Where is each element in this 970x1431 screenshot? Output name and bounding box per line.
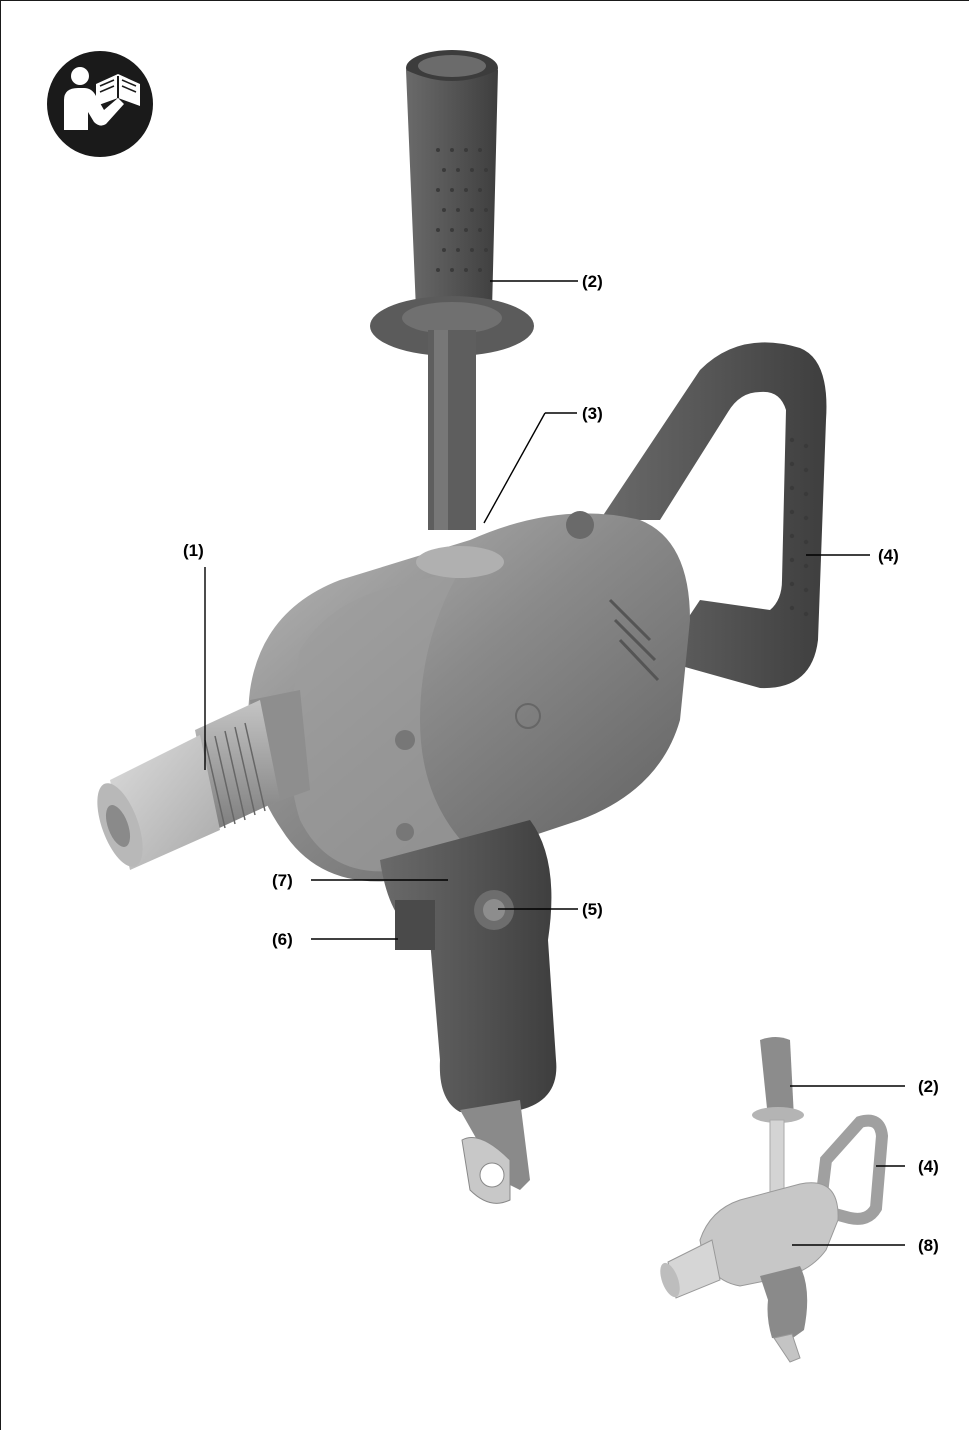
callout-item-6: (6): [272, 930, 293, 949]
callout-auxiliary-handle: (2): [582, 272, 603, 291]
d-handle: [600, 342, 827, 689]
callout-drill-chuck: (1): [183, 541, 204, 560]
inset-callout-item-8: (8): [918, 1236, 939, 1255]
inset-callout-d-handle: (4): [918, 1157, 939, 1176]
inset-drill-drawing: [660, 1037, 889, 1363]
leader-lines: [204, 280, 905, 1246]
read-manual-icon: [47, 51, 153, 157]
auxiliary-handle: [370, 50, 534, 530]
callout-d-handle: (4): [878, 546, 899, 565]
drill-chuck: [97, 690, 310, 870]
callout-handle-mount: (3): [582, 404, 603, 423]
main-drill-drawing: [97, 50, 827, 1204]
callout-on-off-switch: (5): [582, 900, 603, 919]
main-grip: [380, 820, 557, 1204]
motor-housing: [248, 511, 691, 882]
inset-callout-auxiliary-handle: (2): [918, 1077, 939, 1096]
callout-item-7: (7): [272, 871, 293, 890]
